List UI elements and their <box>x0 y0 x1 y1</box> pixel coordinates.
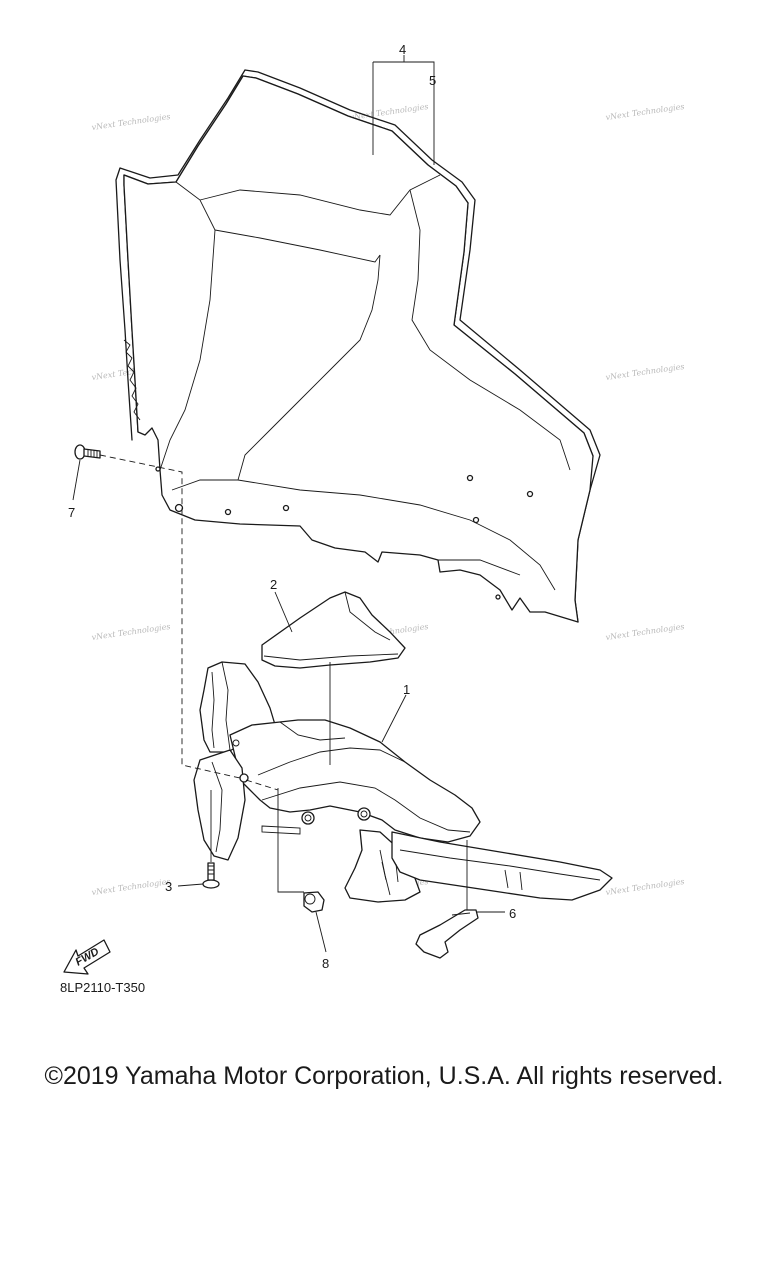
callout-labels: 1 2 3 4 5 6 7 8 <box>68 42 516 971</box>
cover-body-contour <box>279 721 346 741</box>
windshield-contour <box>409 189 571 471</box>
cover-body <box>229 719 481 843</box>
pad-part <box>261 591 406 669</box>
leader-7 <box>72 459 81 501</box>
watermark: vNext Technologies <box>91 112 171 132</box>
cover-screw-hole <box>239 773 249 783</box>
windshield-contour <box>237 479 556 591</box>
windshield-contour <box>237 254 381 481</box>
cover-grommet-hole <box>357 807 371 821</box>
windshield-mount-hole <box>174 503 184 513</box>
windshield-mount-hole <box>155 466 161 472</box>
screw-head <box>202 879 220 889</box>
cover-screw-hole <box>232 739 240 747</box>
callout-3: 3 <box>165 879 172 894</box>
grommet-ring <box>304 893 316 905</box>
parts-diagram: vNext Technologies vNext Technologies vN… <box>60 42 685 995</box>
watermark: vNext Technologies <box>349 102 429 122</box>
screw-3-part <box>202 862 220 889</box>
callout-1: 1 <box>403 682 410 697</box>
pad-edge <box>344 591 391 641</box>
clip-part <box>415 909 479 959</box>
cover-grommet-hole <box>360 810 368 818</box>
cover-right-arm <box>391 831 613 901</box>
callout-2: 2 <box>270 577 277 592</box>
windshield-contour <box>171 479 238 491</box>
windshield-mount-hole <box>526 490 534 498</box>
forward-arrow-shape <box>63 939 111 975</box>
diagram-code: 8LP2110-T350 <box>60 980 145 995</box>
cover-body-contour <box>261 781 471 833</box>
screw-thread <box>208 865 214 875</box>
windshield-mount-hole <box>472 516 480 524</box>
callout-7: 7 <box>68 505 75 520</box>
windshield-mount-hole <box>495 594 501 600</box>
watermark: vNext Technologies <box>605 362 685 382</box>
watermark: vNext Technologies <box>605 877 685 897</box>
cover-left-flap <box>193 749 246 861</box>
leader-2 <box>274 591 293 633</box>
windshield-contour <box>159 181 216 471</box>
cover-grommet-hole <box>304 814 312 822</box>
cover-grommet-hole <box>301 811 315 825</box>
watermark: vNext Technologies <box>605 622 685 642</box>
windshield-mount-hole <box>224 508 232 516</box>
clip-detail <box>451 912 471 916</box>
windshield-edge-detail <box>123 339 141 421</box>
windshield-trim-left <box>115 69 246 441</box>
cover-tab <box>261 825 301 835</box>
leader-8 <box>315 911 327 953</box>
bolt-7-part <box>74 444 101 460</box>
dashed-assembly-line <box>99 454 241 779</box>
leader-lines <box>72 55 505 953</box>
callout-6: 6 <box>509 906 516 921</box>
cover-left-bracket-detail <box>221 661 231 751</box>
bolt-shank <box>83 448 101 459</box>
leader-4-5-bracket <box>372 61 435 165</box>
clip-body <box>415 909 479 959</box>
watermark: vNext Technologies <box>605 102 685 122</box>
grommet-8-part <box>303 891 325 913</box>
cover-body-contour <box>257 747 406 776</box>
bolt-thread <box>87 449 98 458</box>
callout-4: 4 <box>399 42 406 57</box>
forward-arrow-icon: FWD <box>63 939 111 975</box>
front-cover-part <box>193 661 613 903</box>
windshield-part <box>115 69 601 623</box>
cover-left-flap-detail <box>211 761 223 853</box>
windshield-body <box>123 75 594 623</box>
callout-5: 5 <box>429 73 436 88</box>
pad-edge <box>263 653 399 661</box>
windshield-contour <box>438 559 521 576</box>
cover-left-bracket-detail <box>211 671 215 749</box>
watermark: vNext Technologies <box>91 622 171 642</box>
cover-right-arm-detail <box>381 861 399 883</box>
watermark: vNext Technologies <box>91 877 171 897</box>
cover-right-arm-detail <box>399 849 601 881</box>
windshield-contour <box>214 229 381 263</box>
pad-body <box>261 591 406 669</box>
leader-3 <box>177 883 204 887</box>
callout-8: 8 <box>322 956 329 971</box>
windshield-mount-hole <box>282 504 290 512</box>
copyright-notice: ©2019 Yamaha Motor Corporation, U.S.A. A… <box>44 1062 724 1090</box>
windshield-mount-hole <box>466 474 474 482</box>
cover-right-arm-detail <box>504 869 523 891</box>
dashed-assembly-line <box>245 779 279 791</box>
assembly-line <box>277 788 304 893</box>
leader-1 <box>381 694 407 743</box>
